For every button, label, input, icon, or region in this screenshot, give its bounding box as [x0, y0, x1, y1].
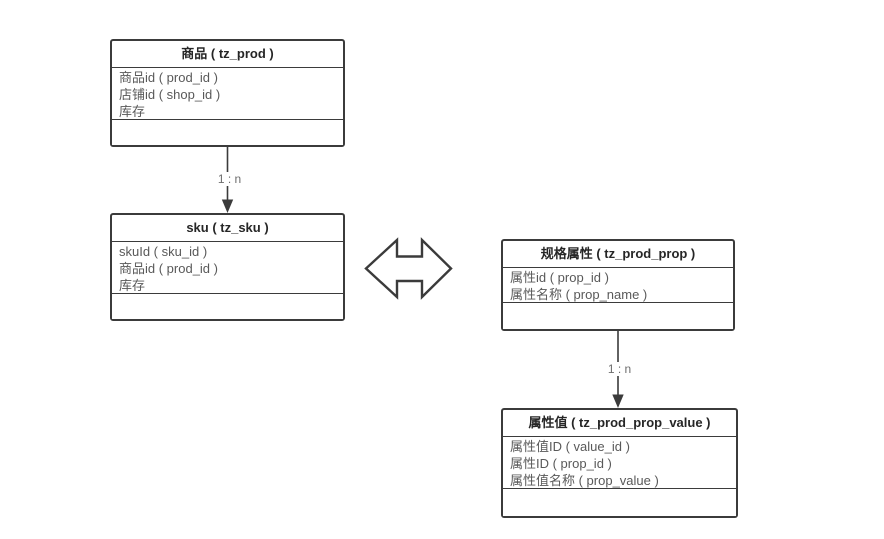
entity-prod-empty-section [112, 120, 343, 145]
entity-prop-title: 规格属性 ( tz_prod_prop ) [503, 241, 733, 268]
field-prop-value: 属性值名称 ( prop_value ) [510, 473, 659, 488]
arrowhead-down-icon [612, 394, 624, 408]
entity-sku-table: sku ( tz_sku ) skuId ( sku_id ) 商品id ( p… [110, 213, 345, 321]
entity-propvalue-fields: 属性值ID ( value_id ) 属性ID ( prop_id ) 属性值名… [503, 437, 736, 489]
entity-propvalue-title: 属性值 ( tz_prod_prop_value ) [503, 410, 736, 437]
field-prop-id: 属性id ( prop_id ) [510, 270, 609, 285]
field-stock: 库存 [119, 278, 146, 293]
field-prop-id: 属性ID ( prop_id ) [510, 456, 612, 471]
double-arrow-icon [364, 237, 453, 300]
entity-propvalue-table: 属性值 ( tz_prod_prop_value ) 属性值ID ( value… [501, 408, 738, 518]
entity-prod-table: 商品 ( tz_prod ) 商品id ( prod_id ) 店铺id ( s… [110, 39, 345, 147]
field-value-id: 属性值ID ( value_id ) [510, 439, 630, 454]
field-shop-id: 店铺id ( shop_id ) [119, 87, 221, 102]
entity-sku-empty-section [112, 294, 343, 319]
entity-prop-fields: 属性id ( prop_id ) 属性名称 ( prop_name ) [503, 268, 733, 303]
entity-prod-title: 商品 ( tz_prod ) [112, 41, 343, 68]
arrowhead-down-icon [221, 199, 234, 213]
field-stock: 库存 [119, 104, 146, 119]
entity-propvalue-empty-section [503, 489, 736, 516]
relation-cardinality-label: 1 : n [204, 172, 255, 186]
field-prop-name: 属性名称 ( prop_name ) [510, 287, 648, 302]
relation-cardinality-label: 1 : n [594, 362, 645, 376]
field-prod-id: 商品id ( prod_id ) [119, 70, 218, 85]
field-prod-id: 商品id ( prod_id ) [119, 261, 218, 276]
entity-sku-fields: skuId ( sku_id ) 商品id ( prod_id ) 库存 [112, 242, 343, 294]
entity-prop-empty-section [503, 303, 733, 329]
entity-prod-fields: 商品id ( prod_id ) 店铺id ( shop_id ) 库存 [112, 68, 343, 120]
entity-sku-title: sku ( tz_sku ) [112, 215, 343, 242]
field-sku-id: skuId ( sku_id ) [119, 244, 208, 259]
entity-prop-table: 规格属性 ( tz_prod_prop ) 属性id ( prop_id ) 属… [501, 239, 735, 331]
